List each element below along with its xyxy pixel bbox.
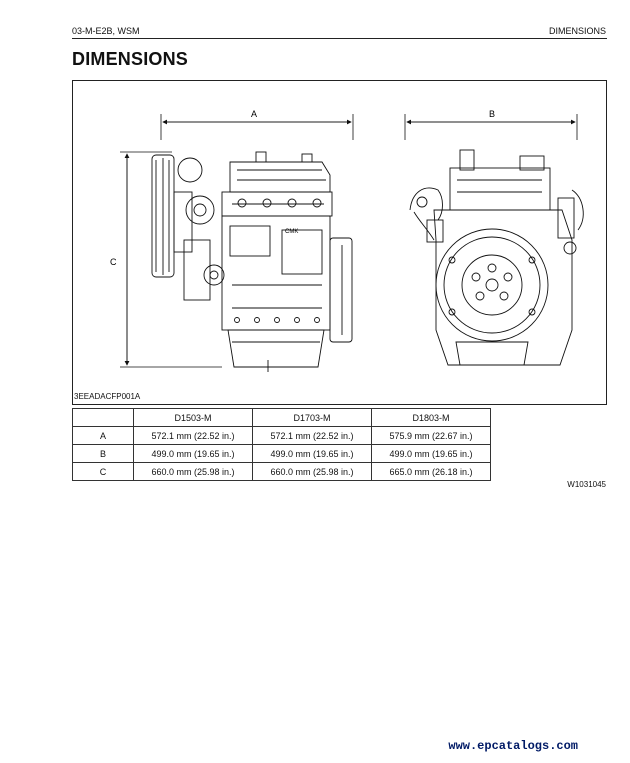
engine-rear-view [409, 149, 584, 366]
dimensions-table: D1503-M D1703-M D1803-M A 572.1 mm (22.5… [72, 408, 491, 481]
header-rule [72, 38, 607, 39]
table-cell: 499.0 mm (19.65 in.) [252, 444, 372, 463]
table-cell: 572.1 mm (22.52 in.) [133, 426, 253, 445]
page-title: DIMENSIONS [72, 49, 189, 69]
table-cell: 665.0 mm (26.18 in.) [371, 462, 491, 481]
table-header-row: D1503-M D1703-M D1803-M [72, 408, 491, 427]
figure-frame [72, 80, 607, 405]
website-watermark: www.epcatalogs.com [448, 739, 578, 753]
engine-badge: CMK [285, 229, 298, 235]
column-header: D1503-M [133, 408, 253, 427]
table-corner-cell [72, 408, 134, 427]
table-row: A 572.1 mm (22.52 in.) 572.1 mm (22.52 i… [72, 426, 491, 445]
label-a: A [251, 109, 257, 119]
table-cell: 572.1 mm (22.52 in.) [252, 426, 372, 445]
dimension-b: B [404, 109, 578, 140]
engine-drawing: A B C [110, 109, 584, 372]
table-cell: 660.0 mm (25.98 in.) [133, 462, 253, 481]
table-cell: 499.0 mm (19.65 in.) [133, 444, 253, 463]
header-doc-code: 03-M-E2B, WSM [72, 26, 140, 36]
column-header: D1803-M [371, 408, 491, 427]
column-header: D1703-M [252, 408, 372, 427]
table-cell: 660.0 mm (25.98 in.) [252, 462, 372, 481]
row-label: A [72, 426, 134, 445]
table-row: C 660.0 mm (25.98 in.) 660.0 mm (25.98 i… [72, 462, 491, 481]
row-label: C [72, 462, 134, 481]
engine-side-view [151, 151, 353, 372]
table-cell: 575.9 mm (22.67 in.) [371, 426, 491, 445]
table-cell: 499.0 mm (19.65 in.) [371, 444, 491, 463]
dimension-c: C [110, 151, 222, 368]
label-b: B [489, 109, 495, 119]
header-section: DIMENSIONS [548, 26, 606, 36]
dimension-a: A [160, 109, 354, 140]
label-c: C [110, 257, 117, 267]
row-label: B [72, 444, 134, 463]
figure-caption: 3EEADACFP001A [74, 392, 141, 401]
table-row: B 499.0 mm (19.65 in.) 499.0 mm (19.65 i… [72, 444, 491, 463]
reference-code: W1031045 [567, 480, 606, 489]
